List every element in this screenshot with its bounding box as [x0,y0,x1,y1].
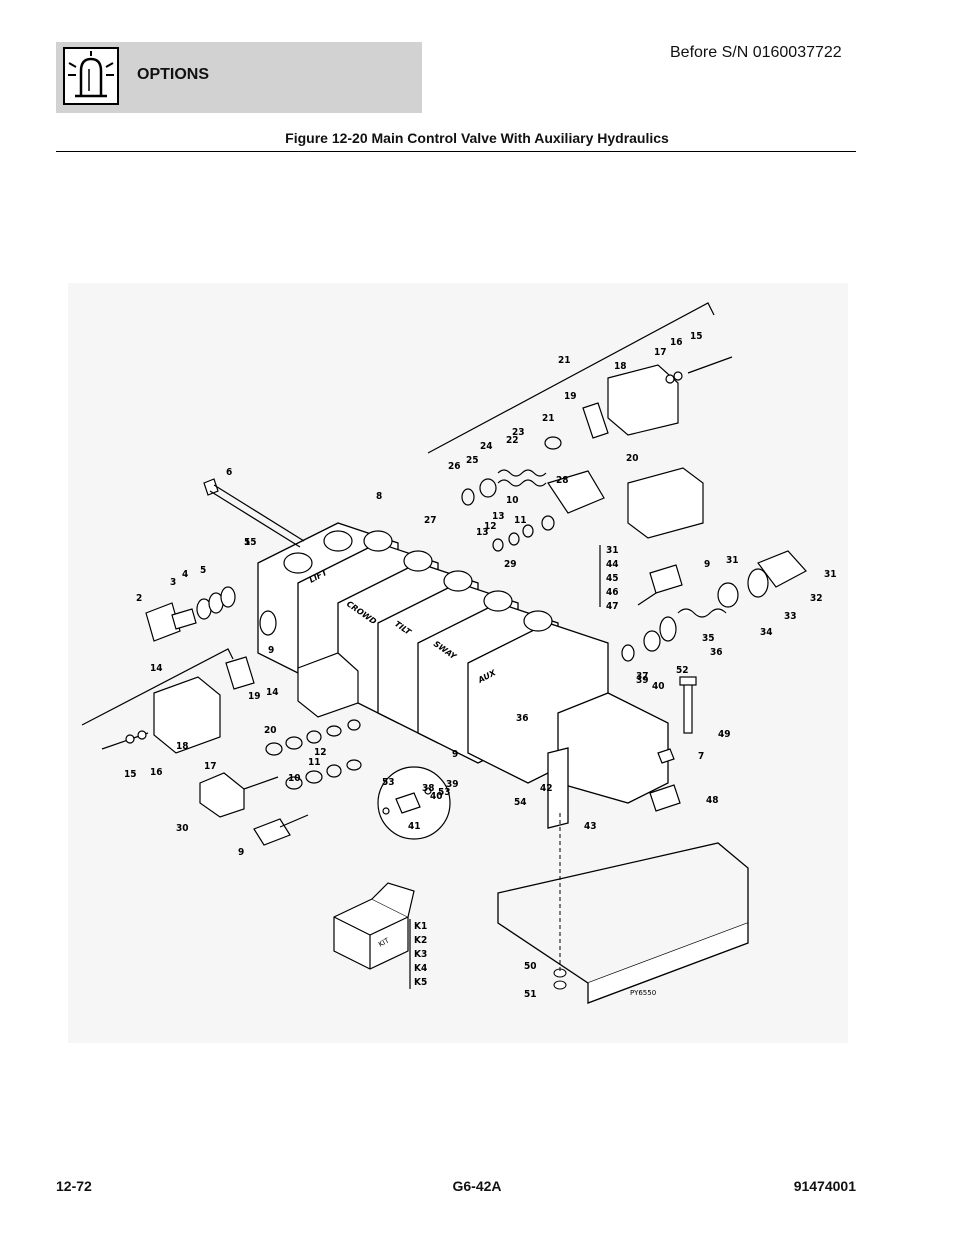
callout-number: 53 [382,777,395,788]
callout-stack: 44 [606,559,619,570]
callout-number: 55 [244,537,257,548]
callout-number: 17 [654,347,667,358]
callout-number: 49 [718,729,731,740]
callout-number: 1 [244,537,250,548]
callout-number: 27 [424,515,437,526]
callout-number: 5 [200,565,206,576]
callout-number: 30 [176,823,189,834]
callout-number: 4 [182,569,188,580]
callout-number: 13 [476,527,489,538]
callout-number: 40 [652,681,665,692]
callout-number: 15 [124,769,137,780]
section-title: OPTIONS [137,66,210,83]
page-number: 12-72 [56,1178,92,1194]
callout-number: 9 [268,645,274,656]
header-rule [56,151,856,152]
callout-number: 54 [514,797,527,808]
callout-number: 32 [810,593,823,604]
callout-number: 2 [136,593,142,604]
callout-number: 38 [422,783,435,794]
callout-number: 16 [150,767,163,778]
callout-number: 41 [408,821,421,832]
callout-number: 36 [516,713,529,724]
kit-item: K3 [414,949,427,960]
callout-number: 50 [524,961,537,972]
callout-number: 21 [542,413,555,424]
callout-stack: 47 [606,601,619,612]
figure-caption: Figure 12-20 Main Control Valve With Aux… [285,130,669,146]
callout-number: 11 [514,515,527,526]
callout-number: 26 [448,461,461,472]
callout-number: 19 [564,391,577,402]
callout-number: 15 [690,331,703,342]
callout-number: 10 [288,773,301,784]
callout-number: 13 [492,511,505,522]
callout-number: 18 [614,361,627,372]
callout-number: 42 [540,783,553,794]
callout-number: 7 [698,751,704,762]
callout-number: 16 [670,337,683,348]
section-header-box: OPTIONS [56,42,422,113]
callout-number: 25 [466,455,479,466]
callout-number: 8 [376,491,382,502]
callout-number: 53 [438,787,451,798]
callout-number: 11 [308,757,321,768]
callout-stack: 31 [606,545,619,556]
callout-number: 52 [676,665,689,676]
callout-number: 18 [176,741,189,752]
callout-number: 6 [226,467,232,478]
callout-number: 9 [452,749,458,760]
callout-number: 48 [706,795,719,806]
callout-number: 9 [238,847,244,858]
serial-number-note: Before S/N 0160037722 [670,44,842,61]
callout-number: 34 [760,627,773,638]
callout-number: 29 [504,559,517,570]
callout-stack: 45 [606,573,619,584]
callout-number: 9 [704,559,710,570]
model-number: G6-42A [452,1178,502,1194]
callout-number: 40 [430,791,443,802]
callout-number: 21 [558,355,571,366]
callout-number: 10 [506,495,519,506]
callout-number: 22 [506,435,519,446]
kit-item: K5 [414,977,427,988]
callout-number: 3 [170,577,176,588]
drawing-id: PY6550 [630,989,656,997]
kit-item: K4 [414,963,427,974]
callout-number: 17 [204,761,217,772]
callout-number: 14 [266,687,279,698]
callout-number: 51 [524,989,537,1000]
callout-number: 39 [636,675,649,686]
callout-number: 20 [626,453,639,464]
warning-beacon-icon [63,47,119,105]
callout-number: 14 [150,663,163,674]
callout-number: 31 [824,569,837,580]
callout-number: 33 [784,611,797,622]
exploded-parts-diagram: LIFT CROWD TILT SWAY AUX [68,283,848,1043]
callout-number: 36 [710,647,723,658]
callout-number: 12 [314,747,327,758]
callout-number: 37 [636,671,649,682]
callout-number: 35 [702,633,715,644]
callout-stack: 46 [606,587,619,598]
callout-number: 23 [512,427,525,438]
document-number: 91474001 [793,1178,856,1194]
kit-item: K2 [414,935,427,946]
callout-number: 12 [484,521,497,532]
callout-number: 31 [726,555,739,566]
callout-number: 24 [480,441,493,452]
kit-item: K1 [414,921,427,932]
callout-number: 19 [248,691,261,702]
callout-number: 28 [556,475,569,486]
callout-number: 20 [264,725,277,736]
callout-number: 43 [584,821,597,832]
callout-number: 39 [446,779,459,790]
